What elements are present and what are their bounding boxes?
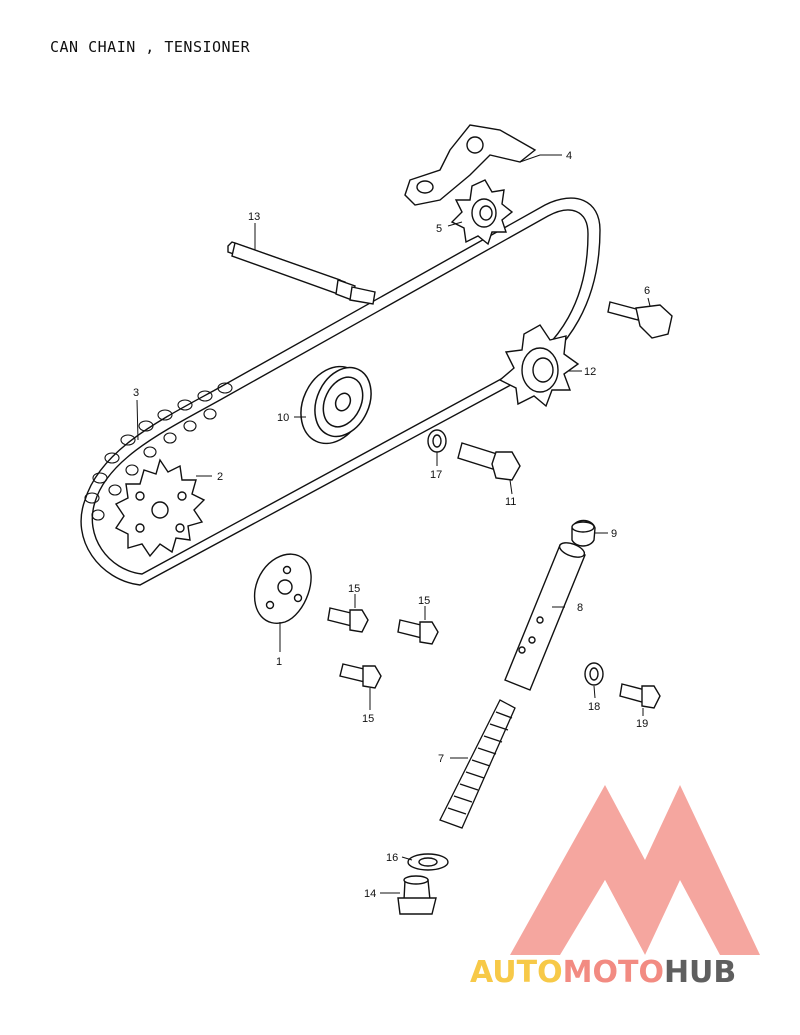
callout-1: 1 xyxy=(276,656,282,668)
callout-15-a: 15 xyxy=(348,583,360,595)
bracket-drawing xyxy=(404,124,537,206)
washer-18-drawing xyxy=(584,662,604,686)
bolt-6-drawing xyxy=(607,301,673,339)
callout-16: 16 xyxy=(386,852,398,864)
washer-17-drawing xyxy=(427,429,447,453)
callout-6: 6 xyxy=(644,285,650,297)
callout-3: 3 xyxy=(133,387,139,399)
watermark-moto: MOTO xyxy=(563,955,664,990)
washer-16-drawing xyxy=(407,853,449,871)
plate-drawing xyxy=(253,553,312,624)
shaft-drawing xyxy=(227,241,376,305)
callout-17: 17 xyxy=(430,469,442,481)
callout-15-c: 15 xyxy=(362,713,374,725)
diagram-title: CAN CHAIN , TENSIONER xyxy=(50,38,251,56)
leader-lines xyxy=(136,154,651,894)
callout-8: 8 xyxy=(577,602,583,614)
callout-9: 9 xyxy=(611,528,617,540)
cap-9-drawing xyxy=(571,519,596,547)
callout-13: 13 xyxy=(248,211,260,223)
roller-drawing xyxy=(300,365,372,445)
callout-11: 11 xyxy=(505,496,516,508)
callout-19: 19 xyxy=(636,718,648,730)
bolt-15-drawings xyxy=(327,607,439,689)
bolt-11-drawing xyxy=(457,442,521,481)
callout-12: 12 xyxy=(584,366,596,378)
callout-18: 18 xyxy=(588,701,600,713)
callout-10: 10 xyxy=(277,412,289,424)
callout-14: 14 xyxy=(364,888,376,900)
watermark-text: AUTOMOTOHUB xyxy=(470,955,736,990)
callouts: 1 2 3 4 5 6 7 8 9 10 11 12 13 14 15 15 1… xyxy=(133,150,650,900)
callout-2: 2 xyxy=(217,471,223,483)
cam-chain-drawing xyxy=(80,197,601,586)
callout-7: 7 xyxy=(438,753,444,765)
idler-sprocket-drawing xyxy=(498,324,580,408)
automotohub-logo xyxy=(510,785,760,955)
callout-15-b: 15 xyxy=(418,595,430,607)
tube-8-drawing xyxy=(504,542,586,691)
spring-7-drawing xyxy=(439,699,516,829)
bolt-19-drawing xyxy=(619,683,661,709)
callout-5: 5 xyxy=(436,223,442,235)
callout-4: 4 xyxy=(566,150,572,162)
plug-14-drawing xyxy=(397,875,437,915)
sprocket-drawing xyxy=(114,458,206,558)
tensioner-sprocket-drawing xyxy=(450,179,514,246)
watermark-auto: AUTO xyxy=(470,955,563,990)
watermark-hub: HUB xyxy=(664,955,736,990)
